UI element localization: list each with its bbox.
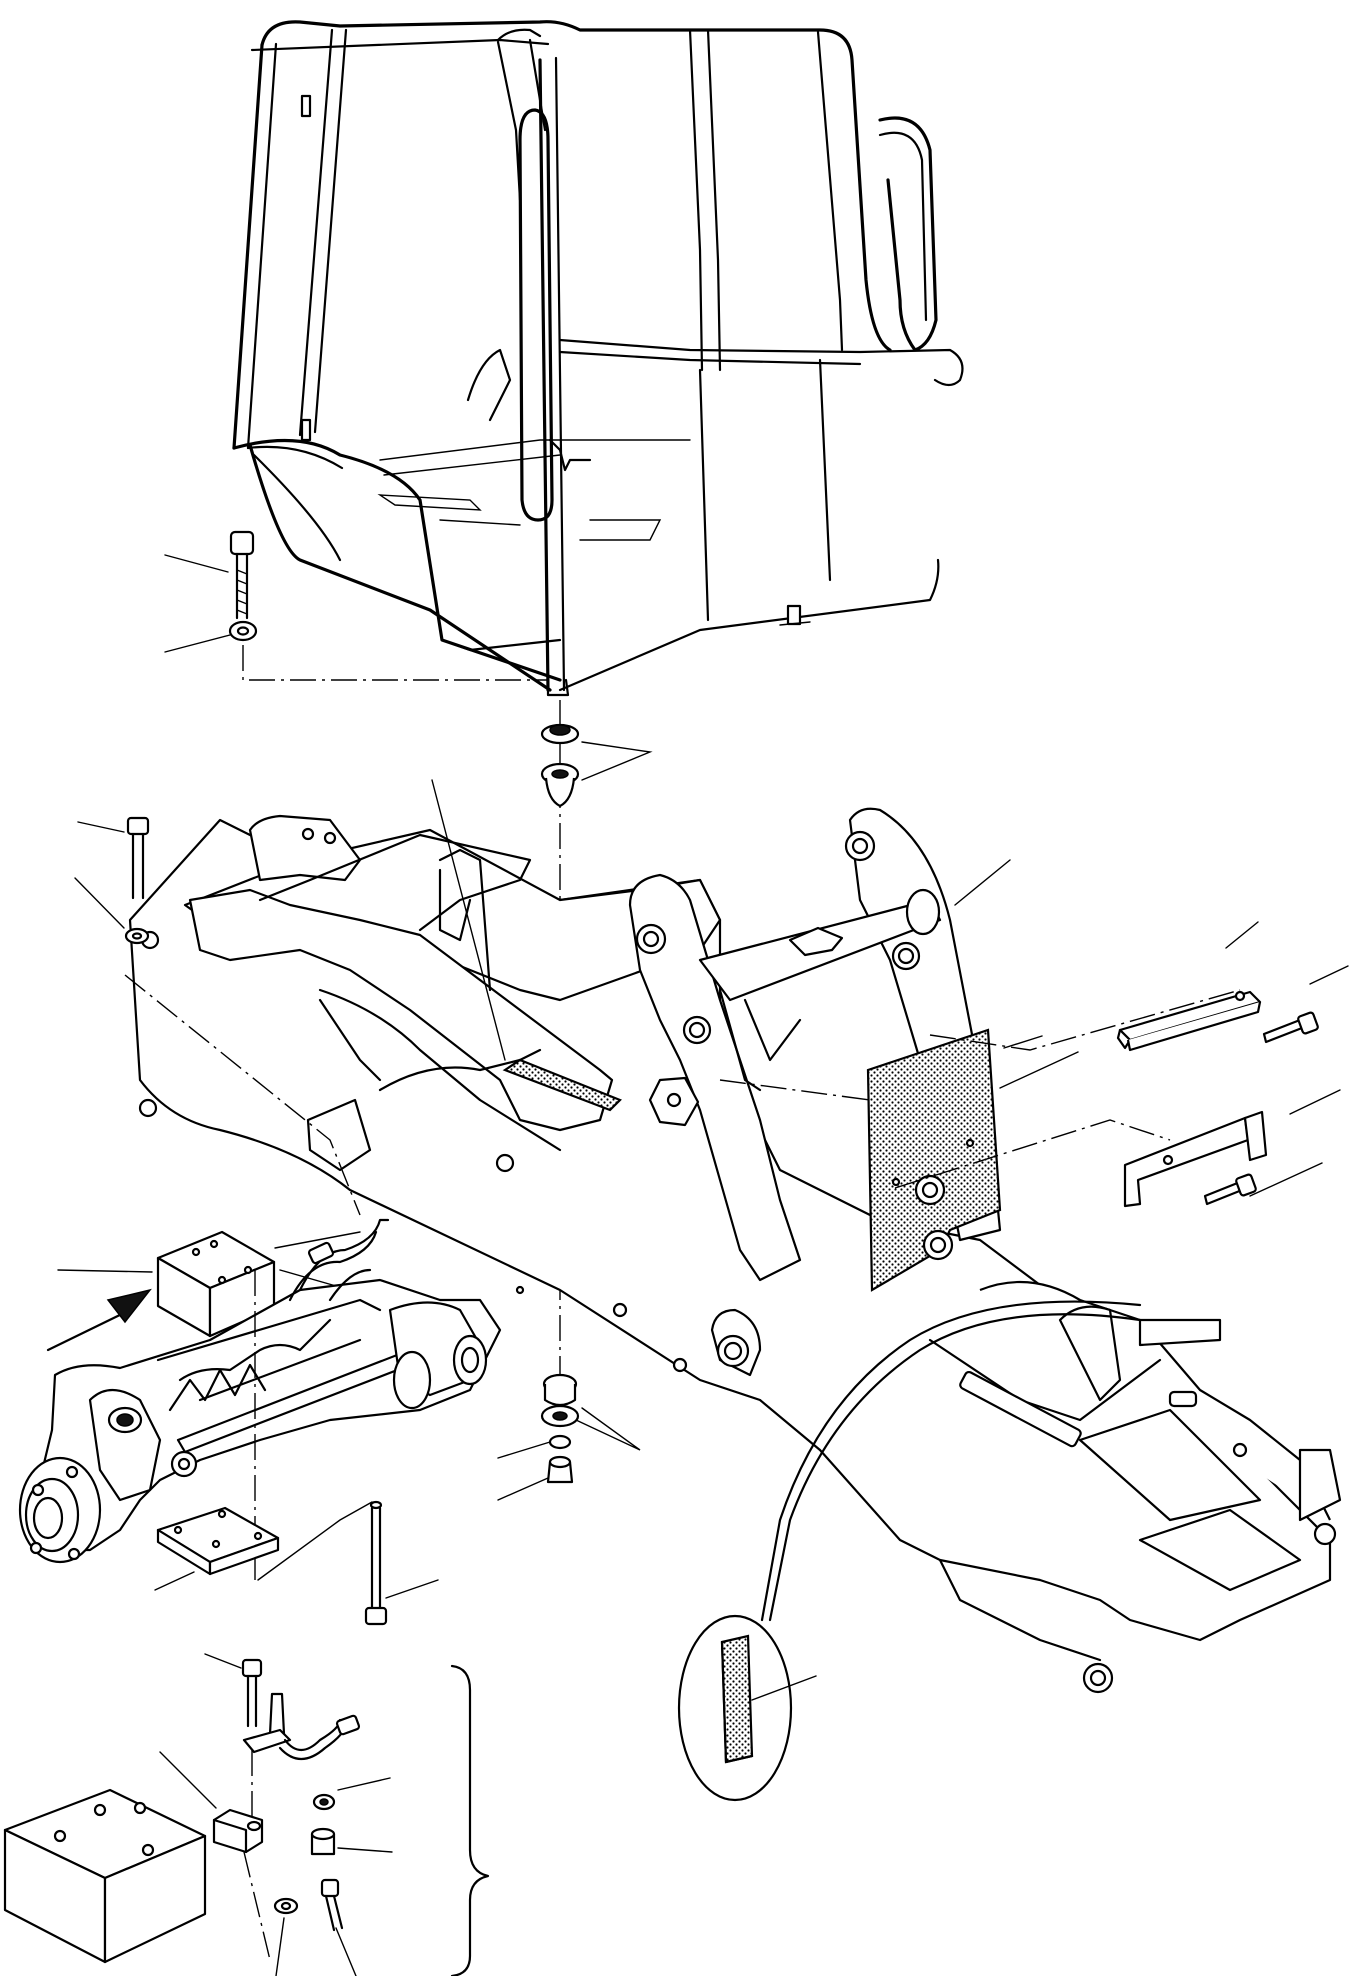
stop-brackets <box>1116 990 1319 1208</box>
leader-lines-right <box>954 859 1349 1197</box>
bolt-lower-right <box>1203 1173 1257 1206</box>
sensor-bracket-detail <box>3 1653 490 1976</box>
chassis-bolt-left <box>74 779 506 1061</box>
rubber-strip-detail <box>677 1614 817 1802</box>
cab-frame <box>232 20 964 697</box>
cab-mount-bolt <box>164 530 548 681</box>
front-axle <box>18 1218 502 1626</box>
bolt-upper-right <box>1262 1011 1319 1044</box>
main-chassis-frame <box>124 807 1342 1694</box>
